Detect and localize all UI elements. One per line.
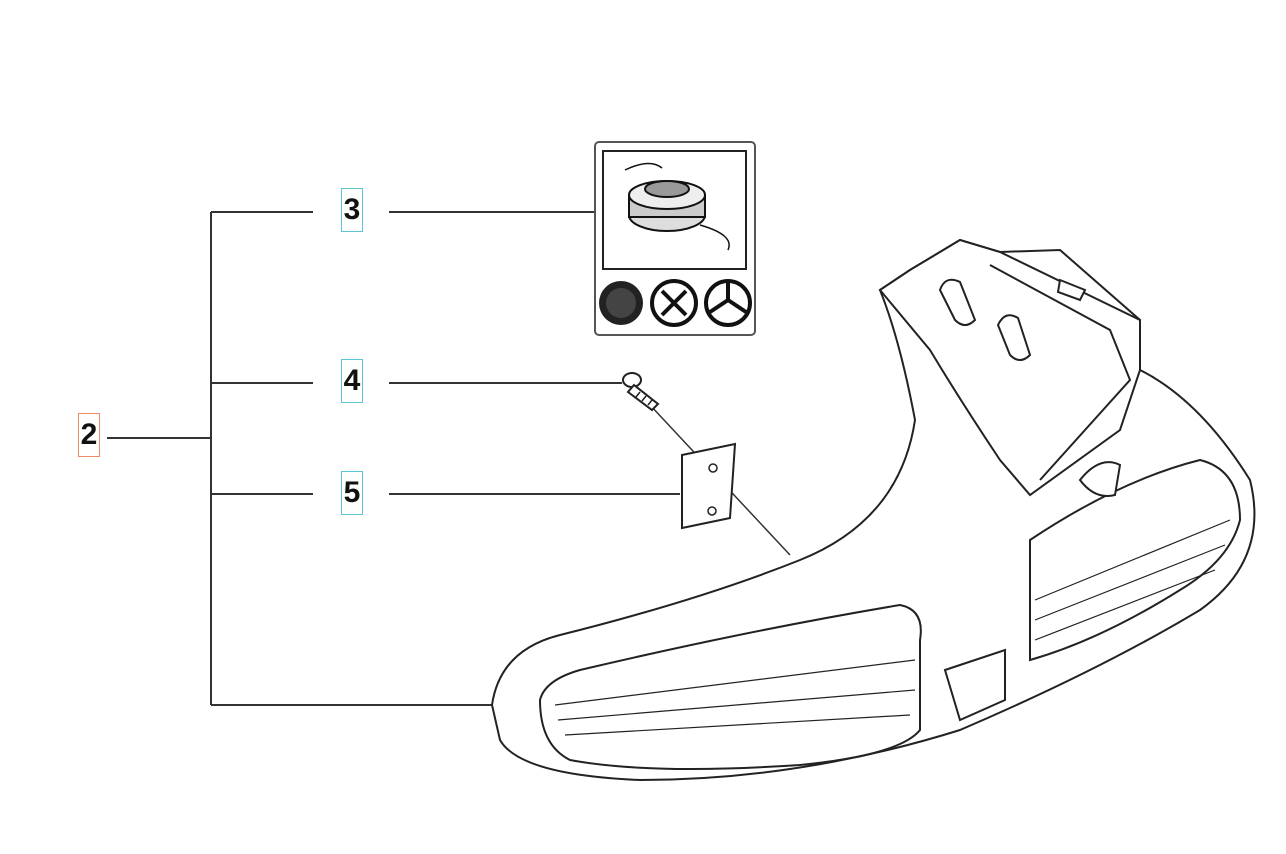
plate-icon [681, 442, 737, 530]
screw-icon [622, 372, 660, 412]
leader-lines [107, 211, 791, 706]
trimmer-head-kit-icon [594, 141, 756, 336]
callout-5-plate[interactable]: 5 [341, 471, 363, 515]
callout-3-trimmer-head-kit[interactable]: 3 [341, 188, 363, 232]
callout-2-guard-assembly[interactable]: 2 [78, 413, 100, 457]
trimmer-guard-icon [490, 238, 1256, 782]
callout-4-screw[interactable]: 4 [341, 359, 363, 403]
